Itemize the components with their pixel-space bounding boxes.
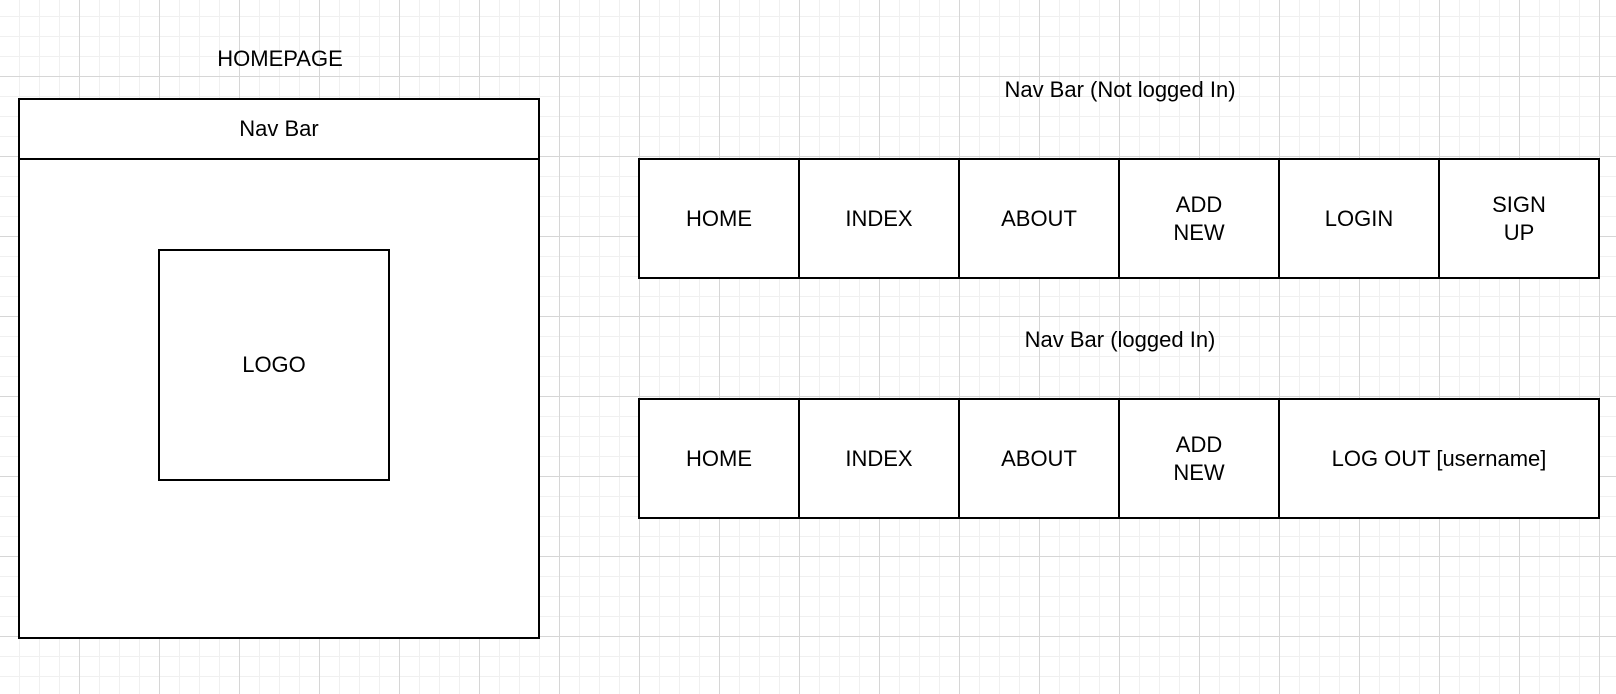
nav-not-logged-in-login: LOGIN: [1280, 160, 1440, 277]
nav-item-label: ABOUT: [1001, 205, 1077, 231]
nav-item-label: ADD NEW: [1173, 191, 1225, 245]
homepage-logo-label: LOGO: [242, 352, 306, 377]
nav-item-label: SIGN UP: [1492, 191, 1546, 245]
nav-item-label: ABOUT: [1001, 445, 1077, 471]
nav-logged-in-home: HOME: [640, 400, 800, 517]
nav-item-label: LOG OUT [username]: [1331, 445, 1547, 471]
nav-logged-in: HOME INDEX ABOUT ADD NEW LOG OUT [userna…: [638, 398, 1600, 519]
nav-item-label: HOME: [686, 445, 752, 471]
nav-logged-in-about: ABOUT: [960, 400, 1120, 517]
nav-item-label: LOGIN: [1324, 205, 1394, 231]
nav-item-label: ADD NEW: [1173, 431, 1225, 485]
homepage-frame: Nav Bar LOGO: [18, 98, 540, 639]
nav-logged-in-title: Nav Bar (logged In): [1024, 327, 1216, 352]
nav-not-logged-in: HOME INDEX ABOUT ADD NEW LOGIN SIGN UP: [638, 158, 1600, 279]
nav-not-logged-in-about: ABOUT: [960, 160, 1120, 277]
homepage-title: HOMEPAGE: [217, 46, 343, 71]
nav-logged-in-index: INDEX: [800, 400, 960, 517]
nav-not-logged-in-home: HOME: [640, 160, 800, 277]
nav-not-logged-in-sign-up: SIGN UP: [1440, 160, 1598, 277]
nav-not-logged-in-title: Nav Bar (Not logged In): [1004, 77, 1236, 102]
nav-item-label: INDEX: [845, 445, 913, 471]
homepage-logo-box: LOGO: [158, 249, 390, 481]
nav-item-label: HOME: [686, 205, 752, 231]
nav-logged-in-add-new: ADD NEW: [1120, 400, 1280, 517]
nav-logged-in-log-out: LOG OUT [username]: [1280, 400, 1598, 517]
homepage-nav-bar-label: Nav Bar: [239, 116, 319, 141]
nav-item-label: INDEX: [845, 205, 913, 231]
homepage-nav-bar: Nav Bar: [20, 100, 538, 160]
nav-not-logged-in-add-new: ADD NEW: [1120, 160, 1280, 277]
nav-not-logged-in-index: INDEX: [800, 160, 960, 277]
